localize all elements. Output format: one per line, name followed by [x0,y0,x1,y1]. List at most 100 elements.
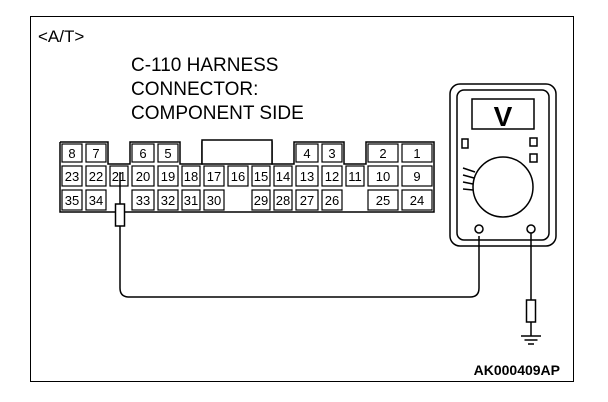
terminal-label-7: 7 [92,146,99,161]
terminal-label-23: 23 [65,169,79,184]
terminal-cell-19 [157,165,179,187]
terminal-cell-30 [203,189,225,211]
terminal-label-8: 8 [68,146,75,161]
harness-wire [119,226,480,298]
diagram-frame [30,16,574,382]
terminal-label-15: 15 [254,169,268,184]
dial-tick-2 [462,174,475,179]
terminal-label-10: 10 [376,169,390,184]
terminal-label-24: 24 [410,193,424,208]
terminal-cell-12 [321,165,343,187]
terminal-label-26: 26 [325,193,339,208]
terminal-cell-22 [85,165,107,187]
terminal-label-30: 30 [207,193,221,208]
connector-title-line-1: C-110 HARNESS [131,55,279,76]
terminal-cell-6 [131,143,155,163]
terminal-cell-21 [109,165,129,187]
terminal-cell-27 [295,189,319,211]
terminal-label-1: 1 [413,146,420,161]
terminal-cell-35 [61,189,83,211]
meter-button-left [461,138,469,149]
terminal-label-32: 32 [161,193,175,208]
meter-body-inner [456,89,550,241]
dial-tick-1 [462,167,476,173]
terminal-label-11: 11 [348,169,362,184]
ground-lead [521,233,541,345]
connector-title-line-3: COMPONENT SIDE [131,103,304,124]
connector-title-line-2: CONNECTOR: [131,79,259,100]
terminal-label-5: 5 [164,146,171,161]
terminal-cell-32 [157,189,179,211]
terminal-cell-18 [181,165,201,187]
terminal-cell-25 [367,189,399,211]
terminal-label-22: 22 [89,169,103,184]
meter-jack-right [526,224,536,234]
terminal-label-27: 27 [300,193,314,208]
terminal-cell-26 [321,189,343,211]
figure-id: AK000409AP [473,362,560,378]
voltmeter: V [449,83,557,247]
terminal-cell-33 [131,189,155,211]
terminal-label-2: 2 [379,146,386,161]
terminal-cell-34 [85,189,107,211]
meter-body-outer [449,83,557,247]
terminal-cell-8 [61,143,83,163]
terminal-label-28: 28 [276,193,290,208]
terminal-label-13: 13 [300,169,314,184]
terminal-label-18: 18 [184,169,198,184]
terminal-cell-2 [367,143,399,163]
terminal-cell-9 [401,165,433,187]
terminal-cell-7 [85,143,107,163]
terminal-label-6: 6 [139,146,146,161]
dial-tick-3 [462,181,474,185]
terminal-cell-17 [203,165,225,187]
terminal-label-4: 4 [303,146,310,161]
terminal-label-31: 31 [184,193,198,208]
terminal-label-29: 29 [254,193,268,208]
terminal-label-12: 12 [325,169,339,184]
terminal-label-9: 9 [413,169,420,184]
terminal-label-17: 17 [207,169,221,184]
terminal-cell-16 [227,165,249,187]
meter-button-right-top [529,137,538,147]
test-lead-harness [114,172,480,298]
meter-jack-left [474,224,484,234]
terminal-cell-11 [345,165,365,187]
terminal-cell-10 [367,165,399,187]
meter-button-right-bottom [529,153,538,163]
terminal-cell-20 [131,165,155,187]
meter-display [471,98,535,130]
terminal-cell-15 [251,165,271,187]
terminal-label-25: 25 [376,193,390,208]
terminal-cell-23 [61,165,83,187]
terminal-label-3: 3 [328,146,335,161]
terminal-cell-14 [273,165,293,187]
terminal-cell-28 [273,189,293,211]
terminal-label-19: 19 [161,169,175,184]
terminal-cell-1 [401,143,433,163]
terminal-label-34: 34 [89,193,103,208]
ground-resistor-body [525,299,537,323]
terminal-label-21: 21 [112,169,126,184]
dial-tick-4 [462,188,474,191]
terminal-cell-5 [157,143,179,163]
terminal-cell-4 [295,143,319,163]
connector-c110 [59,139,435,213]
probe-resistor-body [114,203,126,227]
connector-lock-tab [201,139,273,165]
terminal-cell-13 [295,165,319,187]
meter-unit-symbol: V [494,101,513,132]
terminal-cell-24 [401,189,433,211]
meter-selector-dial [472,156,534,218]
terminal-label-14: 14 [276,169,290,184]
terminal-cell-31 [181,189,201,211]
terminal-label-35: 35 [65,193,79,208]
terminal-cell-3 [321,143,343,163]
terminal-label-33: 33 [136,193,150,208]
transmission-label: <A/T> [38,27,85,46]
terminal-cell-29 [251,189,271,211]
terminal-label-20: 20 [136,169,150,184]
terminal-label-16: 16 [231,169,245,184]
